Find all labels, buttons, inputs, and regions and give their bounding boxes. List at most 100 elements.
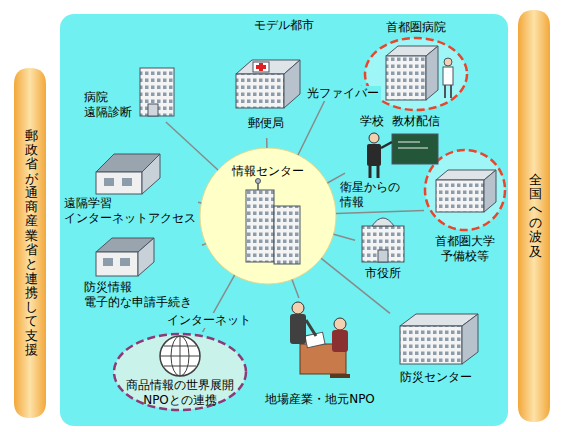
remote-learning-house-part [142,154,160,194]
globe-icon [160,336,200,376]
spoke-line [202,244,206,246]
left-band-shape [14,68,46,418]
disaster-info-house [96,238,154,276]
school-icon-part [377,166,380,178]
region-panel: モデル都市病院 遠隔診断郵便局 首都圏病院学校教材配信遠隔学習 インターネットアク… [60,14,508,426]
university-icon-part [484,170,496,212]
post-office-icon [236,60,300,108]
facility-node: 防災センター [390,310,482,390]
facility-node: 遠隔学習 インターネットアクセス [62,148,198,230]
info-center-building-part [256,179,261,184]
city-hall-icon [362,218,404,262]
spoke-line [292,280,299,298]
remote-learning-house-part [104,178,114,186]
remote-learning-house-part [122,178,132,186]
school-icon-part [369,133,379,143]
disaster-info-house-part [103,258,113,266]
metro-hospital-icon-part [443,67,453,85]
info-center-building [246,179,300,265]
spoke-line [334,234,356,240]
node-label: 防災センター [400,370,472,385]
disaster-center-icon-part [462,314,478,364]
post-office-icon-part [284,60,300,108]
center-circle [200,148,336,284]
local-industry-people-part [334,318,346,330]
local-industry-people [290,302,350,378]
node-label: 商品情報の世界展開 NPOとの連携 [126,378,234,408]
remote-learning-house [96,154,160,194]
vertical-band-text: 郵政省が通商産業省と連携して支援 [25,129,38,358]
facility-node: 地場産業・地元NPO [258,298,382,410]
local-industry-people-part [292,302,304,314]
metro-hospital-icon-part [386,56,426,100]
model-city-region [60,14,508,426]
node-label: 情報センター [232,164,304,179]
spoke-line [336,211,424,214]
node-label: 防災情報 電子的な申請手続き [84,280,192,310]
post-office-icon-part [236,74,284,108]
side-band: 郵政省が通商産業省と連携して支援 [14,68,48,418]
school-icon-part [398,142,420,143]
hospital-icon-part [148,104,158,116]
facility-node: 学校教材配信 [345,108,450,180]
facility-node: 郵便局 [230,50,302,138]
facility-node: 市役所 [355,212,411,284]
post-office-icon-part [256,65,266,69]
school-icon-part [381,142,392,148]
school-icon-part [367,144,381,166]
university-icon-part [436,180,484,212]
metro-hospital-icon [386,46,453,100]
school-icon-part [398,148,428,149]
node-label: 郵便局 [248,116,284,131]
node-label: 遠隔学習 インターネットアクセス [64,196,196,226]
local-industry-people-part [306,320,316,336]
node-label: モデル都市 [254,18,314,33]
metro-hospital-icon-part [426,46,438,100]
right-band-shape [518,10,550,422]
disaster-info-house-part [120,258,130,266]
post-office-icon-part [253,62,269,72]
university-icon [436,170,496,212]
spoke-line [266,138,268,148]
edge-label: インターネット [165,313,253,328]
city-hall-icon-part [372,218,394,226]
hub-circle: 情報センター [200,148,336,284]
school-icon-part [392,134,438,164]
center-circle-part [200,148,336,284]
spoke-line [198,202,201,204]
metro-hospital-icon-part [450,85,452,98]
node-label: 教材配信 [392,114,440,129]
node-label: 首都圏大学 予備校等 [435,234,495,264]
globe-icon-part [160,336,200,376]
facility-node: 防災情報 電子的な申請手続き [82,230,202,314]
remote-learning-house-part [96,172,142,194]
info-center-building-part [246,190,274,262]
right-band-shape-part [518,10,550,422]
metro-hospital-icon-part [444,85,446,98]
vertical-band-text: 全国への波及 [529,173,542,259]
left-band-shape-part [14,68,46,418]
edge-label: 光ファイバー [305,86,381,101]
disaster-center-icon [400,314,478,364]
metro-hospital-icon-part [444,58,452,66]
globe-icon-part [180,336,181,376]
info-center-building-part [274,206,300,264]
node-label: 市役所 [365,266,401,281]
city-hall-icon-part [378,250,388,262]
dashed-ellipse-part [114,334,246,410]
side-band: 全国への波及 [518,10,552,422]
facility-node: 病院 遠隔診断 [80,56,180,122]
disaster-center-icon-part [400,326,462,364]
hospital-icon [140,68,174,116]
local-industry-people-part [332,330,348,352]
local-industry-people-part [330,374,350,378]
city-hall-icon-part [362,226,404,262]
school-icon-part [369,166,372,178]
node-label: 首都圏病院 [386,20,446,35]
spoke-line [166,122,218,170]
model-city-region-part [60,14,508,426]
note-label: 衛星からの 情報 [340,180,400,210]
node-label: 病院 遠隔診断 [84,90,132,120]
school-icon [367,133,438,178]
